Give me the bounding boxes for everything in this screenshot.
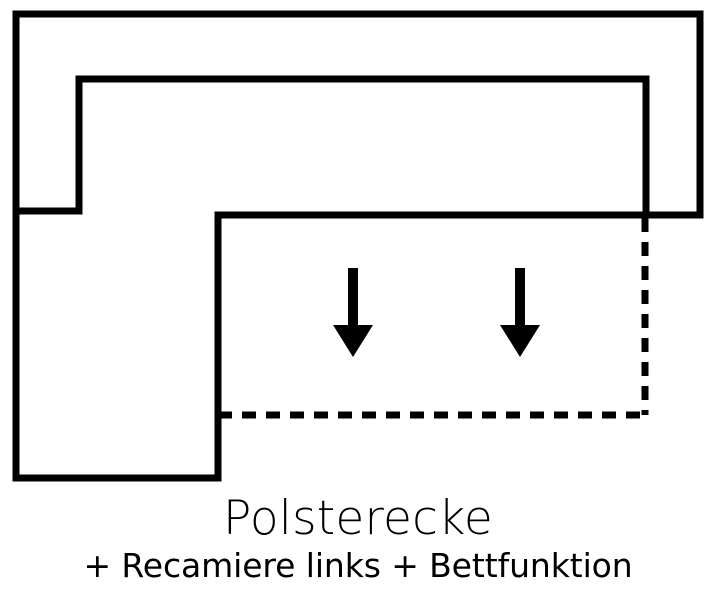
pullout-arrow-right (500, 268, 540, 357)
caption-block: Polsterecke + Recamiere links + Bettfunk… (0, 492, 716, 586)
sofa-plan-diagram (12, 10, 704, 482)
product-title: Polsterecke (222, 491, 494, 546)
sofa-outer-outline (12, 10, 704, 482)
product-subtitle: + Recamiere links + Bettfunktion (83, 546, 633, 585)
pullout-arrow-left (333, 268, 373, 357)
backrest-inner-outline (16, 75, 650, 215)
